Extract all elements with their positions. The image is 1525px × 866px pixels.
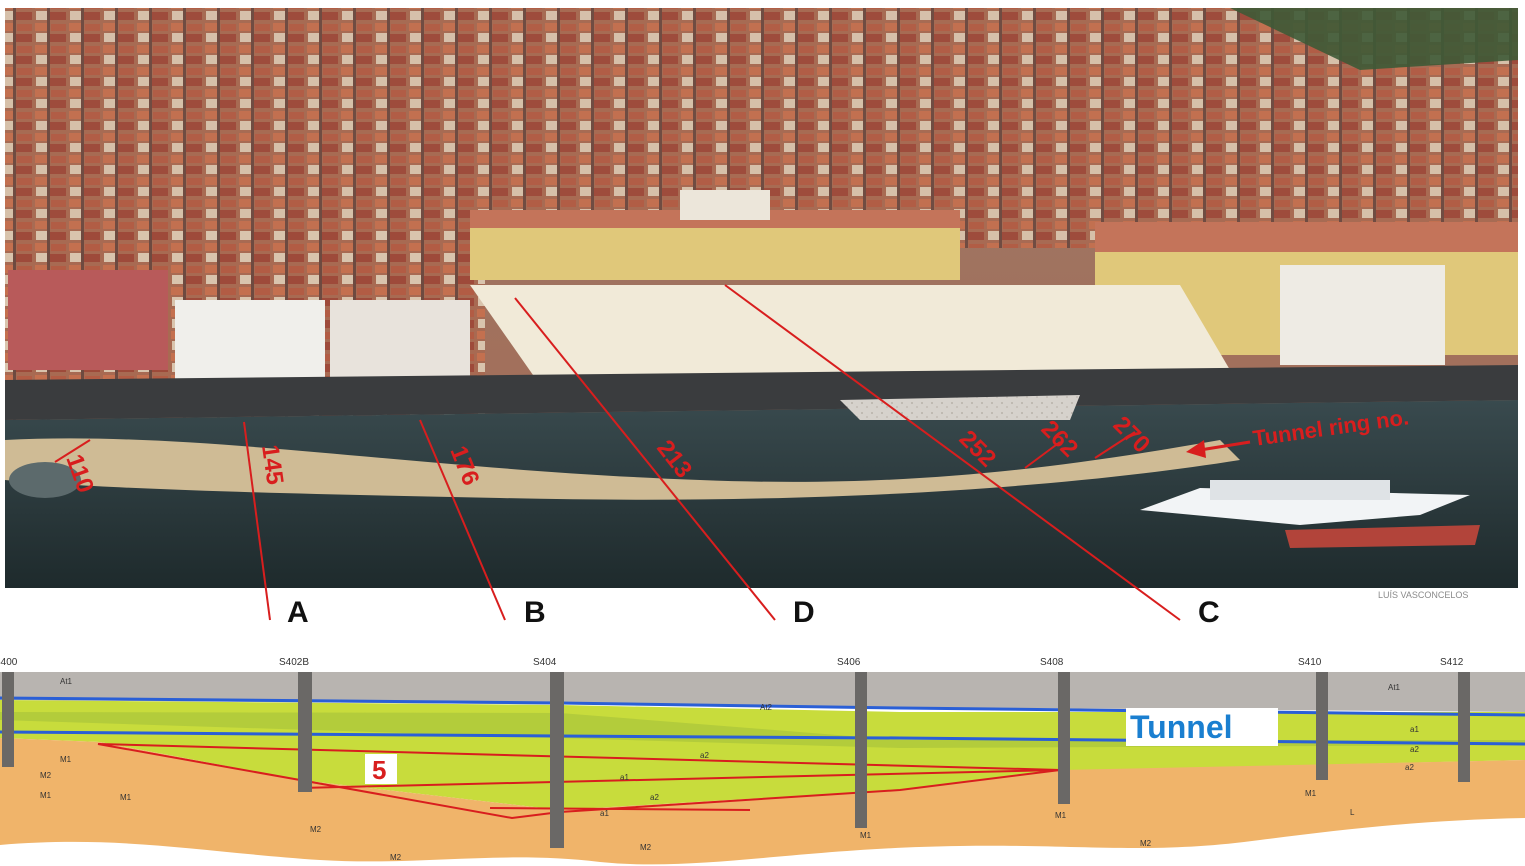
unit-label: a2: [1405, 763, 1414, 772]
unit-label: At1: [60, 677, 73, 686]
section-label-D: D: [793, 596, 815, 629]
road: [5, 365, 1518, 420]
unit-label: a2: [650, 793, 659, 802]
unit-label: a1: [1410, 725, 1419, 734]
palace-right: [1280, 265, 1445, 365]
zone-label: 5: [372, 755, 386, 785]
layer-fill-green: [0, 712, 1525, 748]
section-line-B: [419, 419, 506, 621]
unit-label: M2: [310, 825, 322, 834]
ring-arrow-head-icon: [1186, 440, 1206, 458]
tunnel-label-box: [1126, 708, 1278, 746]
zone-label-box: [365, 754, 397, 784]
borehole-label-S404: S404: [533, 657, 557, 668]
section-line-C: [724, 284, 1181, 621]
red-building: [8, 270, 168, 370]
unit-label: At2: [760, 703, 773, 712]
borehole-label-S410: S410: [1298, 657, 1322, 668]
unit-labels: At1 M1 At1 At2 a2 a1 a2 a1 M1 M2 M1 M2 M…: [40, 677, 1419, 862]
borehole-label-S408: S408: [1040, 657, 1064, 668]
profile-bottom-edge: [0, 818, 1525, 866]
unit-label: M1: [1055, 811, 1067, 820]
borehole-S408: [1058, 672, 1070, 804]
boreholes: [2, 672, 1470, 848]
section-label-A: A: [287, 596, 309, 629]
ring-arrow-shaft: [1199, 440, 1251, 452]
ring-label-145: 145: [256, 443, 288, 486]
borehole-S402B: [298, 672, 312, 792]
zone-inner-line: [299, 769, 1061, 789]
unit-label: a2: [700, 751, 709, 760]
unit-label: M1: [120, 793, 132, 802]
unit-label: L: [1350, 808, 1355, 817]
unit-label: M1: [40, 791, 52, 800]
square-praca: [470, 285, 1230, 385]
unit-label: M2: [640, 843, 652, 852]
geological-profile: S400 S402B S404 S406 S408 S410 S412 At1 …: [0, 657, 1525, 866]
triumphal-arch: [680, 190, 770, 220]
trees: [1230, 8, 1518, 70]
unit-label: a1: [620, 773, 629, 782]
borehole-label-S400: S400: [0, 657, 18, 668]
unit-label: M2: [40, 771, 52, 780]
ring-tick-110: [54, 439, 91, 463]
borehole-S406: [855, 672, 867, 828]
borehole-S404: [550, 672, 564, 848]
unit-label: M1: [1305, 789, 1317, 798]
unit-label: a1: [600, 809, 609, 818]
unit-label: M1: [860, 831, 872, 840]
section-letters: A B D C: [287, 596, 1220, 629]
unit-label: M2: [390, 853, 402, 862]
section-label-C: C: [1198, 596, 1220, 629]
section-line-D: [514, 297, 776, 621]
borehole-labels: S400 S402B S404 S406 S408 S410 S412: [0, 657, 1464, 668]
unit-label: At1: [1388, 683, 1401, 692]
ring-ticks: [54, 431, 1136, 469]
shore-embankment: [5, 438, 1240, 500]
section-lines: [243, 284, 1181, 621]
borehole-S412: [1458, 672, 1470, 782]
ring-tick-262: [1024, 441, 1061, 469]
arcade-east-roof: [1095, 222, 1518, 252]
ferry-deck: [1210, 480, 1390, 500]
layer-fill-sand: [0, 738, 1525, 866]
section-line-A: [243, 421, 271, 621]
section-label-B: B: [524, 596, 546, 629]
tunnel-label: Tunnel: [1130, 709, 1233, 745]
aerial-photo: [5, 8, 1518, 588]
borehole-label-S402B: S402B: [279, 657, 309, 668]
unit-label: M2: [1140, 839, 1152, 848]
boat-left: [9, 462, 81, 498]
borehole-label-S412: S412: [1440, 657, 1464, 668]
photo-credit: LUÍS VASCONCELOS: [1378, 590, 1468, 600]
ferry-red: [1285, 525, 1480, 548]
borehole-S410: [1316, 672, 1328, 780]
ring-tick-270: [1094, 431, 1136, 459]
unit-label: M1: [60, 755, 72, 764]
zone-base-line: [489, 807, 751, 811]
borehole-S400: [2, 672, 14, 767]
borehole-label-S406: S406: [837, 657, 861, 668]
unit-label: a2: [1410, 745, 1419, 754]
